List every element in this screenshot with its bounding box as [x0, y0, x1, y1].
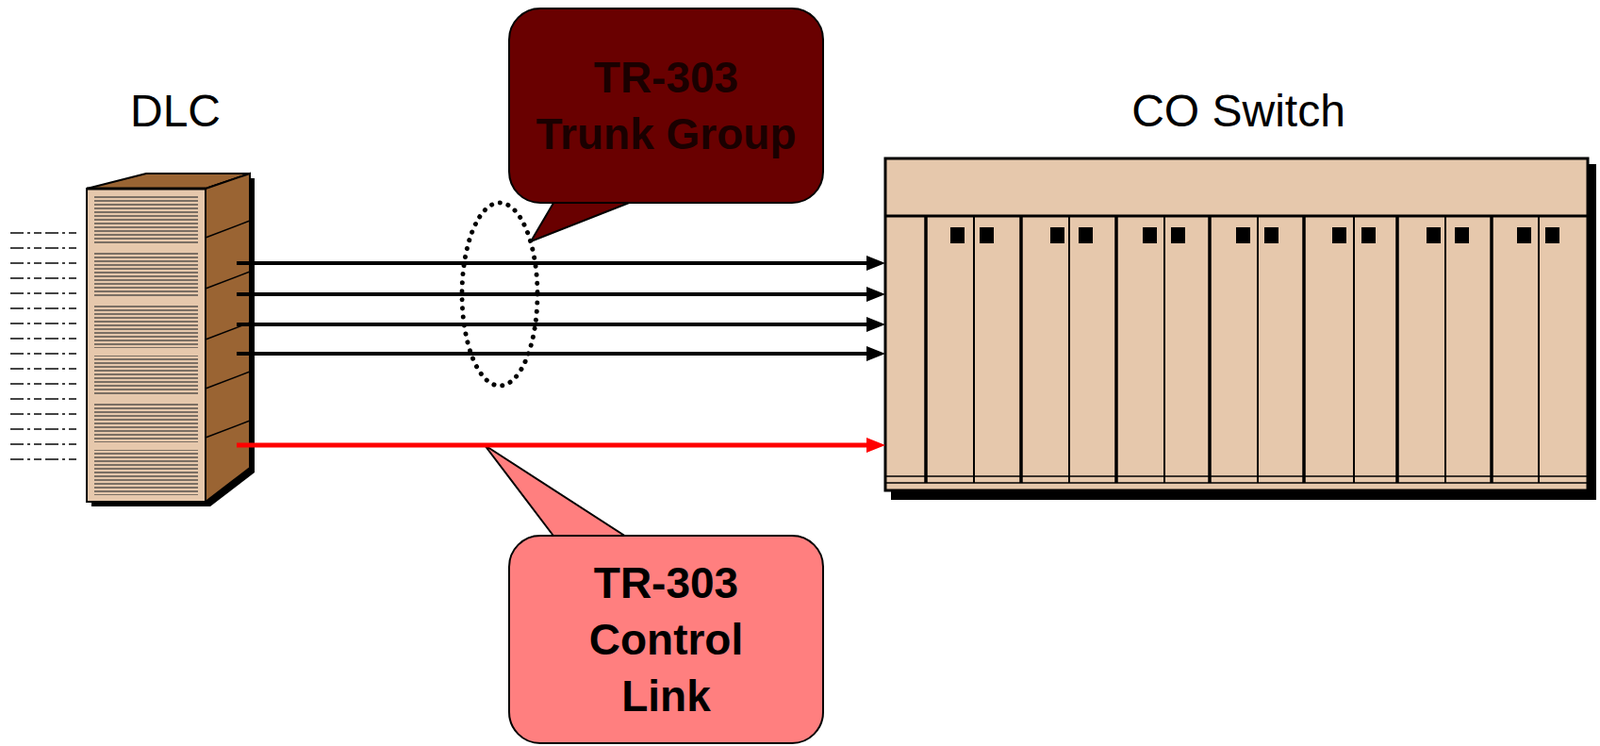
node-label: TR-303 Trunk Group [531, 49, 801, 163]
subscriber-lines [10, 232, 80, 460]
trunk-arrow [236, 322, 867, 327]
control-link-arrow [236, 443, 867, 448]
node-label: TR-303 Control Link [572, 554, 761, 725]
control-link-callout: TR-303 Control Link [508, 534, 825, 744]
node-label: DLC [130, 82, 221, 140]
callout-tail [484, 445, 643, 547]
node-label: CO Switch [1131, 82, 1346, 140]
trunk-arrow [236, 292, 867, 297]
co-switch-node: CO Switch [885, 82, 1592, 495]
dlc-cabinet [86, 173, 255, 507]
co-switch-frame [885, 158, 1597, 500]
trunk-arrow [236, 351, 867, 356]
trunk-group-callout: TR-303 Trunk Group [508, 7, 825, 204]
dlc-cabinet-node: DLC [114, 82, 237, 506]
trunk-arrow [236, 261, 867, 265]
